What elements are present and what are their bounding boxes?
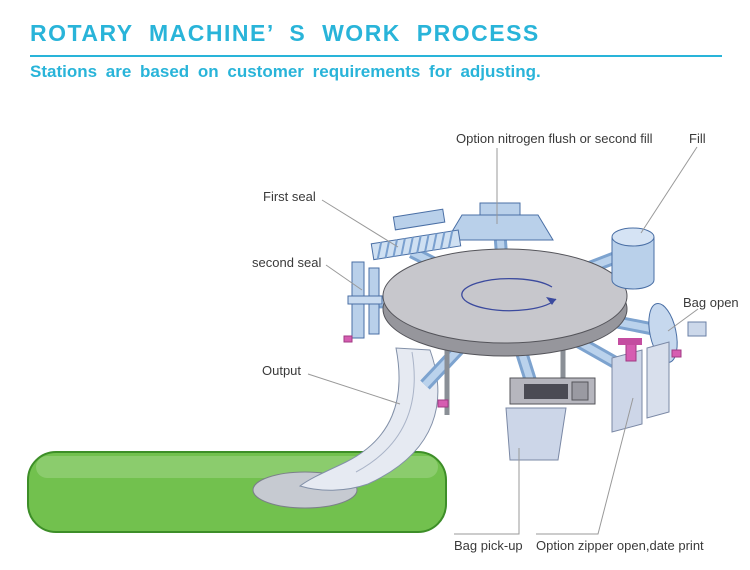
station-nitrogen-flush bbox=[446, 202, 554, 241]
station-bag-pickup bbox=[505, 377, 596, 461]
label-output: Output bbox=[262, 363, 302, 378]
label-bag-open: Bag open bbox=[683, 295, 739, 310]
station-first-seal bbox=[370, 208, 462, 261]
station-fill bbox=[611, 227, 655, 290]
station-second-seal bbox=[343, 261, 383, 343]
label-first-seal: First seal bbox=[263, 189, 316, 204]
pink-accent bbox=[437, 399, 449, 408]
output-chute bbox=[298, 347, 439, 491]
page-subtitle: Stations are based on customer requireme… bbox=[30, 62, 541, 81]
rotary-table bbox=[382, 248, 628, 357]
page-title: ROTARY MACHINE’ S WORK PROCESS bbox=[30, 20, 540, 46]
label-option-zipper-dateprint: Option zipper open,date print bbox=[536, 538, 704, 553]
label-fill: Fill bbox=[689, 131, 706, 146]
leader-lines bbox=[307, 146, 699, 535]
header-underline bbox=[30, 55, 722, 57]
label-bag-pick-up: Bag pick-up bbox=[454, 538, 523, 553]
label-option-nitrogen-flush: Option nitrogen flush or second fill bbox=[456, 131, 653, 146]
label-second-seal: second seal bbox=[252, 255, 322, 270]
station-zipper-dateprint bbox=[611, 338, 670, 433]
